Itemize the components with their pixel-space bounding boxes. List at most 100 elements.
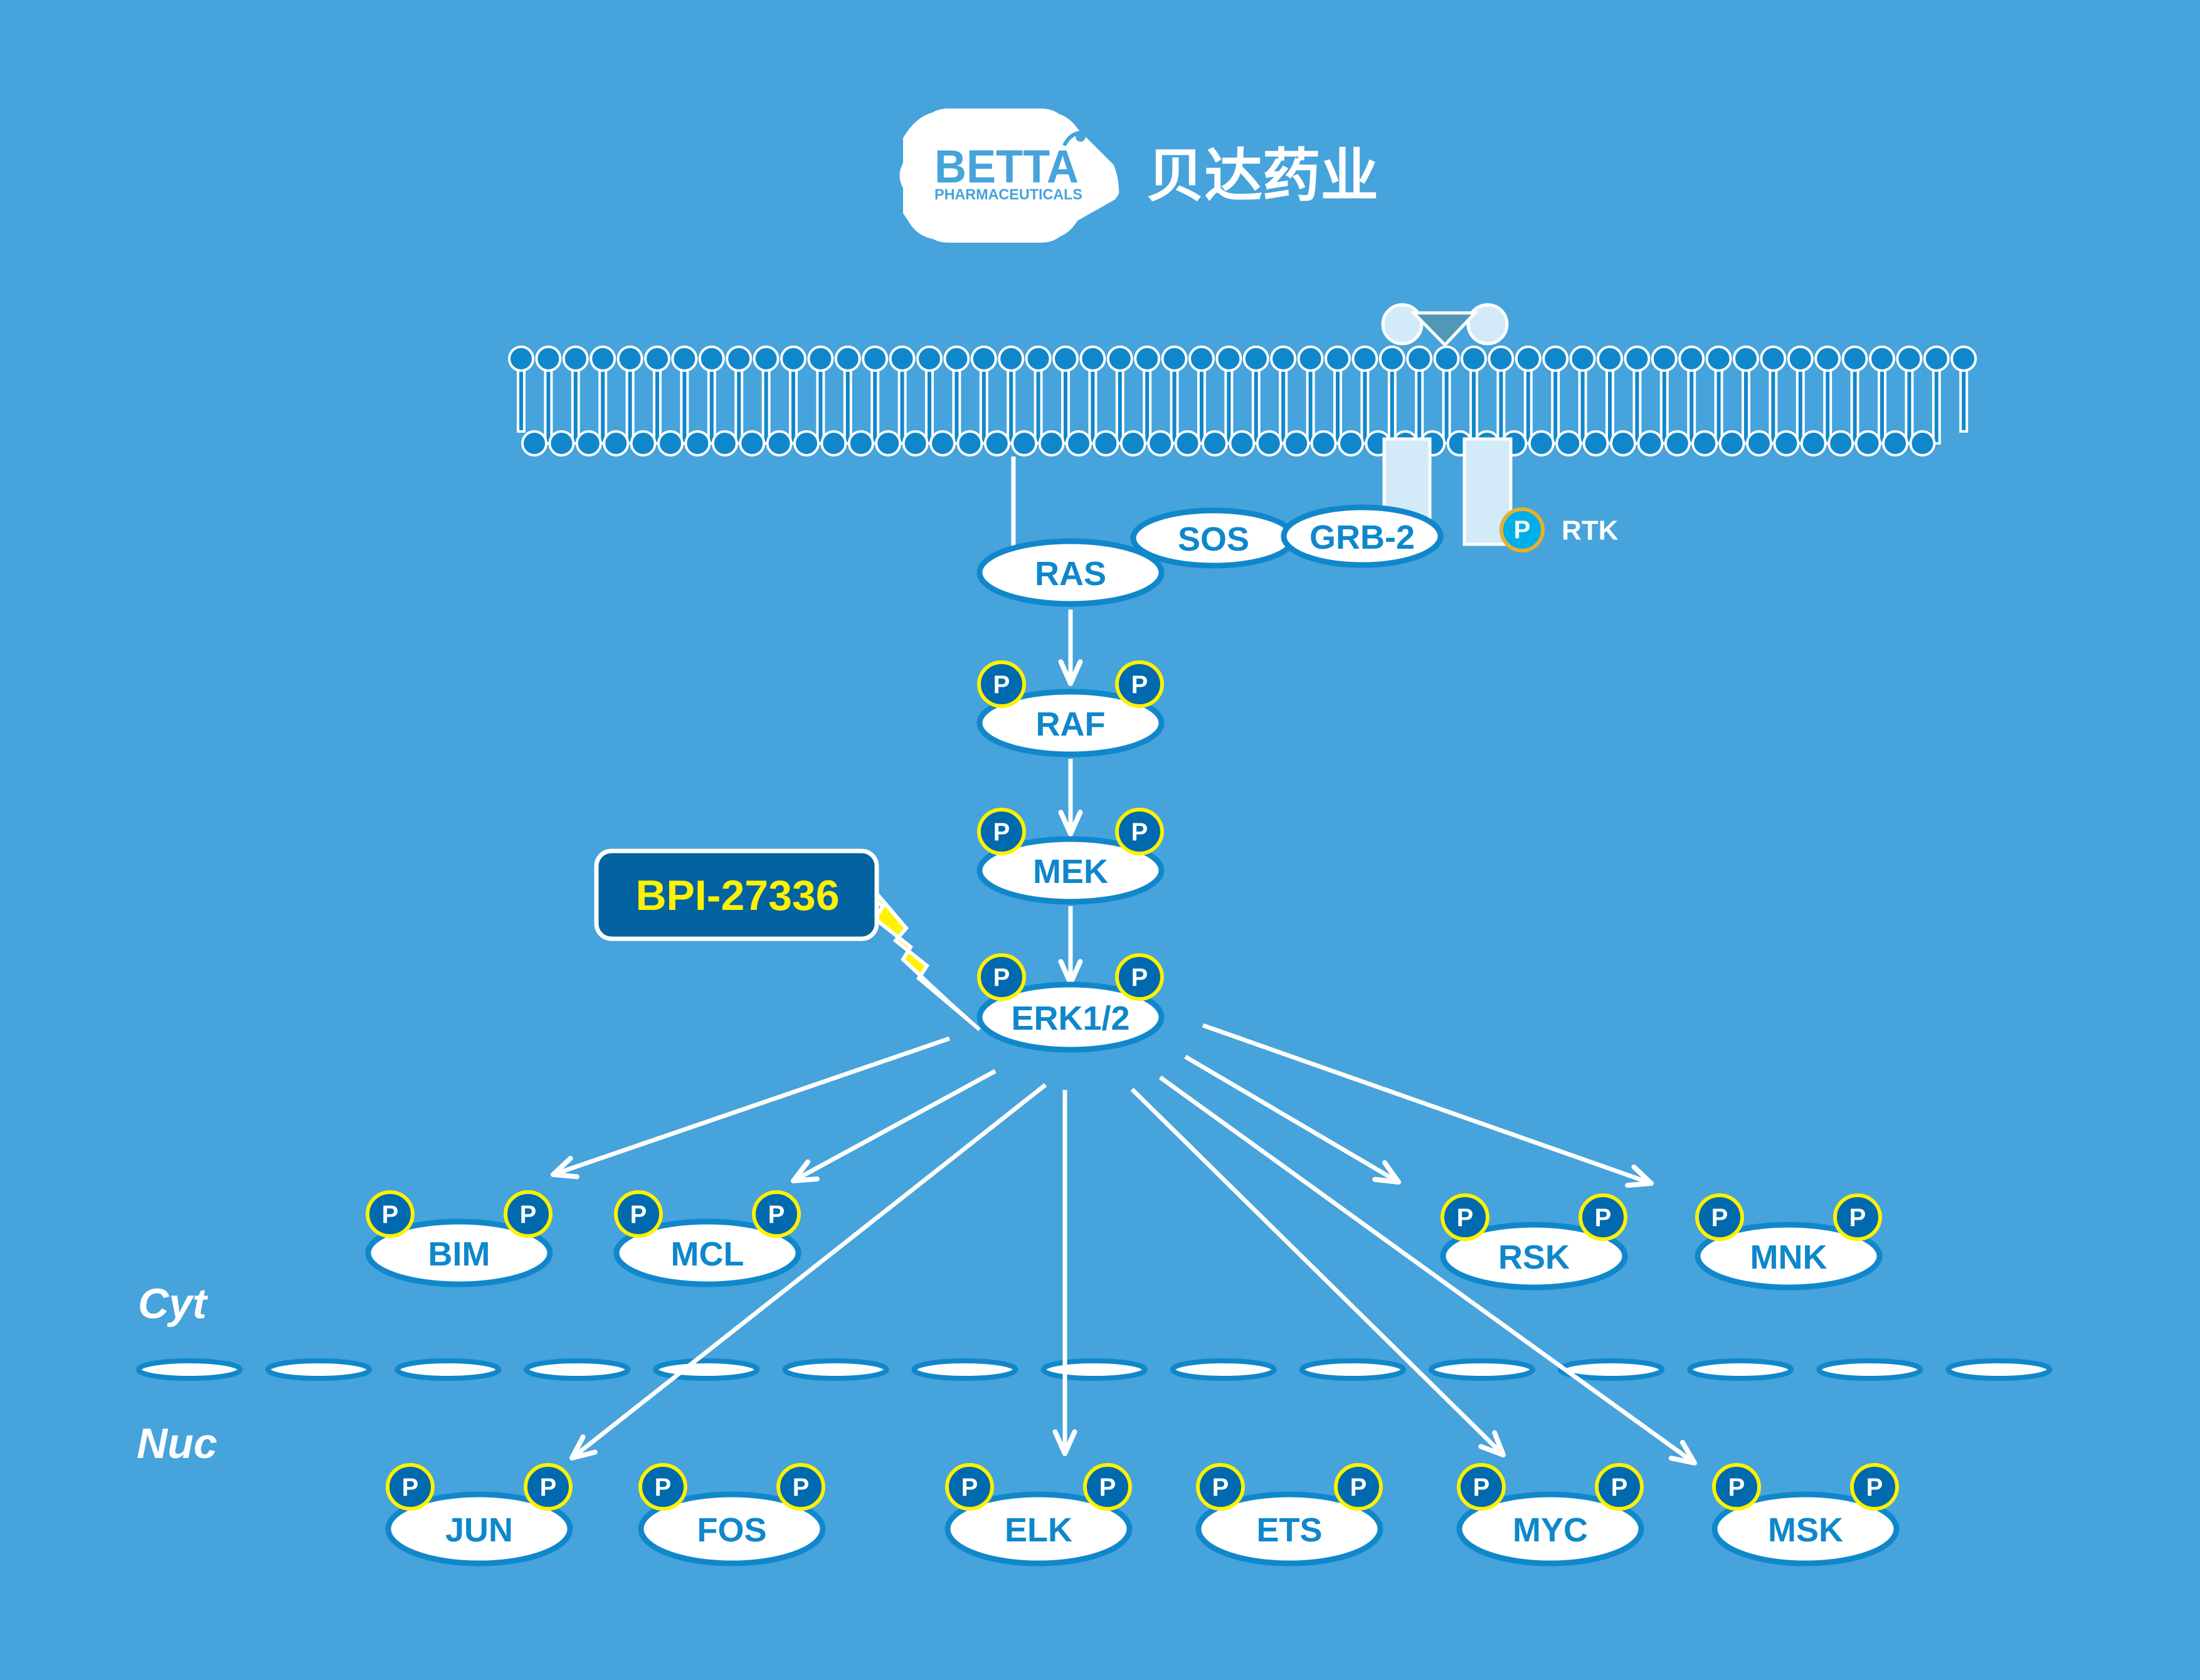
phospho-circle — [945, 1463, 994, 1511]
lipid-head-outer — [1461, 346, 1487, 372]
phospho-badge: P — [1115, 660, 1164, 708]
phospho-badge: P — [1115, 953, 1164, 1001]
node-label: MNK — [1750, 1239, 1827, 1276]
lipid-head-outer — [1406, 346, 1433, 372]
lipid-head-inner — [711, 430, 738, 457]
node-sos[interactable]: SOS — [1130, 507, 1297, 569]
node-grb2[interactable]: GRB-2 — [1281, 504, 1444, 568]
lipid-head-inner — [1528, 430, 1555, 457]
node-label: ETS — [1256, 1511, 1322, 1549]
signal-arrows — [551, 610, 1697, 1466]
lipid-head-inner — [1746, 430, 1772, 457]
phospho-label: P — [768, 1201, 785, 1228]
phospho-circle — [1083, 1463, 1132, 1511]
lipid-head-outer — [1052, 346, 1079, 372]
arrowhead-mcl — [791, 1159, 820, 1183]
arrow-to-myc — [1130, 1087, 1505, 1457]
lipid-head-outer — [1161, 346, 1188, 372]
lipid-head-inner — [630, 430, 657, 457]
lipid-head-outer — [970, 346, 997, 372]
node-ras[interactable]: RAS — [976, 538, 1165, 607]
phospho-label: P — [402, 1474, 419, 1501]
phospho-circle — [614, 1190, 663, 1238]
rtk-phospho-label: P — [1514, 516, 1531, 544]
phospho-label: P — [993, 818, 1010, 846]
node-ellipse — [944, 1491, 1133, 1566]
phospho-badge: P — [1595, 1463, 1644, 1511]
lipid-head-outer — [1896, 346, 1923, 372]
phospho-label: P — [1350, 1474, 1367, 1501]
arrow-to-jun — [570, 1083, 1047, 1460]
node-ellipse — [1695, 1222, 1883, 1291]
nuclear-pore — [394, 1358, 502, 1381]
arrow-to-mnk — [1202, 1023, 1653, 1186]
lipid-head-inner — [1283, 430, 1310, 457]
lipid-head-outer — [1787, 346, 1814, 372]
phospho-badge: P — [977, 953, 1026, 1001]
arrowhead-raf — [1058, 659, 1083, 686]
phospho-label: P — [1473, 1474, 1490, 1501]
lipid-head-inner — [1718, 430, 1745, 457]
nuclear-pore — [653, 1358, 760, 1381]
phospho-badge: P — [1833, 1193, 1882, 1241]
nuclear-pore — [1687, 1358, 1794, 1381]
lipid-head-inner — [1691, 430, 1718, 457]
lipid-head-outer — [1542, 346, 1569, 372]
phospho-circle — [1334, 1463, 1383, 1511]
nuclear-pore — [524, 1358, 631, 1381]
lipid-head-outer — [1841, 346, 1868, 372]
phospho-circle — [977, 953, 1026, 1001]
nuclear-pore — [1429, 1358, 1535, 1381]
logo-brand: BETTA — [934, 140, 1079, 193]
lipid-head-inner — [766, 430, 793, 457]
lipid-head-inner — [1854, 430, 1881, 457]
arrowhead-msk — [1668, 1440, 1697, 1466]
receptor-domain-left — [1381, 303, 1424, 346]
phospho-badge: P — [752, 1190, 801, 1238]
phospho-label: P — [1595, 1204, 1612, 1232]
phospho-badge: P — [366, 1190, 415, 1238]
lipid-head-inner — [1582, 430, 1609, 457]
lipid-head-inner — [1229, 430, 1256, 457]
rtk-label: RTK — [1562, 515, 1619, 546]
nuclear-pore — [1040, 1358, 1148, 1381]
lipid-head-outer — [1624, 346, 1651, 372]
lipid-head-outer — [807, 346, 834, 372]
lipid-head-outer — [1270, 346, 1297, 372]
lipid-head-outer — [1869, 346, 1895, 372]
phospho-circle — [1850, 1463, 1899, 1511]
phospho-badge: P — [524, 1463, 573, 1511]
lipid-head-outer — [1923, 346, 1950, 372]
lipid-head-outer — [1760, 346, 1787, 372]
phospho-badge: P — [977, 808, 1026, 855]
phospho-circle — [1115, 953, 1164, 1001]
node-ellipse — [1711, 1491, 1900, 1566]
nuclear-pore — [1558, 1358, 1665, 1381]
phospho-badge: P — [386, 1463, 435, 1511]
arrow-to-msk — [1158, 1075, 1696, 1465]
lipid-head-outer — [535, 346, 562, 372]
lipid-head-inner — [1637, 430, 1664, 457]
phospho-circle — [1579, 1193, 1627, 1241]
lipid-head-outer — [1814, 346, 1841, 372]
lipid-head-inner — [1119, 430, 1146, 457]
lipid-head-inner — [902, 430, 929, 457]
phospho-circle — [638, 1463, 687, 1511]
phospho-badge: P — [977, 660, 1026, 708]
lipid-head-inner — [793, 430, 820, 457]
node-ellipse — [976, 836, 1165, 905]
node-ellipse — [976, 981, 1165, 1053]
